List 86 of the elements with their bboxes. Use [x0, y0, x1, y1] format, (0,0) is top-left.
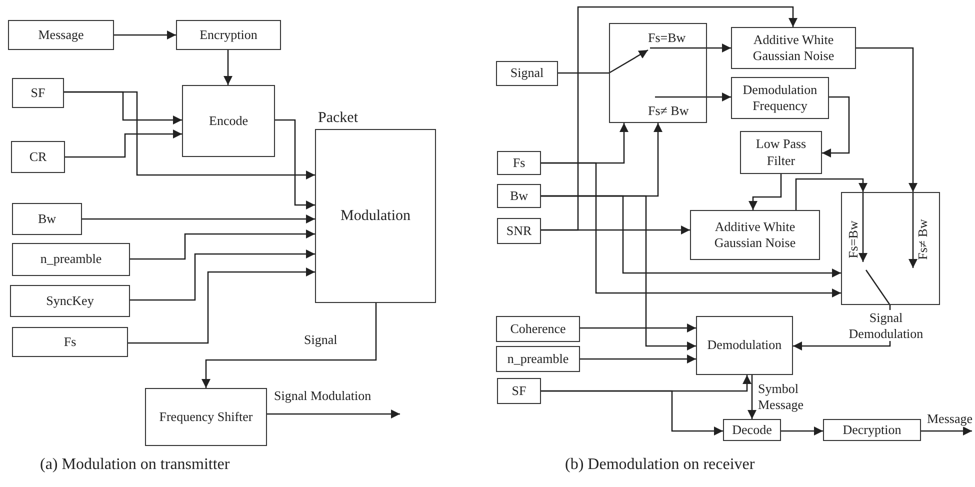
arrow — [541, 195, 696, 351]
arrow — [541, 162, 841, 298]
process-box — [182, 85, 275, 157]
node-label: Additive White Gaussian Noise — [752, 32, 836, 64]
node-label: Message — [38, 26, 84, 44]
arrow — [130, 229, 315, 260]
process-box — [497, 378, 541, 404]
edge-label: Signal — [303, 332, 338, 348]
process-box — [497, 218, 541, 244]
process-box — [496, 346, 580, 372]
process-box — [12, 243, 130, 276]
node-label: Signal — [510, 65, 544, 82]
node-label: Fs=Bw — [846, 220, 860, 258]
process-box — [12, 203, 82, 235]
node-label: Demodulation — [707, 337, 782, 354]
process-box — [690, 210, 820, 260]
arrow — [781, 426, 823, 436]
caption: (b) Demodulation on receiver — [565, 456, 755, 474]
node-label: Fs — [64, 334, 76, 350]
node-label: Demodulation Frequency — [742, 82, 818, 114]
node-label: Decryption — [842, 422, 902, 438]
node-label: Coherence — [510, 320, 566, 338]
edge-label: Signal Modulation — [273, 388, 372, 404]
node-label: Fs≠ Bw — [648, 104, 689, 117]
arrow — [64, 91, 315, 180]
arrow — [747, 375, 757, 419]
arrow — [275, 119, 315, 210]
caption: (a) Modulation on transmitter — [40, 456, 230, 474]
node-heading: Packet — [318, 109, 358, 128]
arrow — [223, 50, 233, 85]
node-label: CR — [29, 148, 47, 166]
arrow — [707, 43, 731, 53]
arrow — [128, 267, 315, 344]
node-label: Encryption — [200, 26, 258, 44]
process-box — [8, 20, 114, 50]
arrow — [822, 96, 850, 158]
process-box — [496, 316, 580, 342]
node-label: Fs=Bw — [648, 31, 686, 44]
node-label: Encode — [209, 112, 248, 130]
arrow — [267, 409, 400, 419]
node-label: Frequency Shifter — [159, 408, 253, 426]
arrow — [580, 354, 696, 364]
process-box — [723, 419, 781, 441]
arrow — [748, 174, 782, 210]
process-box — [841, 192, 940, 305]
process-box — [609, 23, 707, 123]
arrow — [541, 390, 723, 436]
arrow — [795, 178, 868, 210]
arrow — [856, 47, 918, 192]
process-box — [12, 78, 64, 108]
arrow — [541, 225, 690, 235]
arrow — [201, 303, 377, 388]
node-label: Modulation — [340, 206, 410, 226]
node-label: Decode — [732, 422, 772, 438]
process-box — [740, 131, 822, 174]
node-label: SF — [30, 84, 46, 102]
node-label: SyncKey — [46, 292, 94, 310]
process-box — [12, 327, 128, 357]
node-label: Fs≠ Bw — [916, 219, 929, 260]
arrow — [65, 129, 182, 158]
node-label: Additive White Gaussian Noise — [713, 218, 797, 252]
arrow — [114, 30, 176, 40]
process-box — [145, 388, 267, 446]
node-label: SNR — [506, 222, 532, 240]
arrow — [707, 92, 731, 102]
node-label: n_preamble — [40, 251, 102, 268]
node-label: Low Pass Filter — [754, 136, 808, 169]
node-label: n_preamble — [507, 350, 569, 368]
arrow — [82, 214, 315, 224]
arrow — [921, 426, 972, 436]
arrow — [580, 323, 696, 333]
process-box — [497, 184, 541, 208]
process-box — [731, 27, 856, 69]
process-box — [11, 141, 65, 173]
node-label: SF — [512, 382, 526, 400]
process-box — [696, 316, 793, 375]
arrow — [130, 249, 315, 301]
process-box — [176, 20, 281, 50]
process-box — [10, 285, 130, 317]
process-box — [731, 77, 829, 119]
process-box — [497, 151, 541, 175]
node-label: Bw — [510, 188, 528, 204]
process-box — [496, 61, 558, 86]
node-label: Bw — [38, 210, 56, 228]
process-box — [823, 419, 921, 441]
node-label: Fs — [512, 154, 526, 172]
